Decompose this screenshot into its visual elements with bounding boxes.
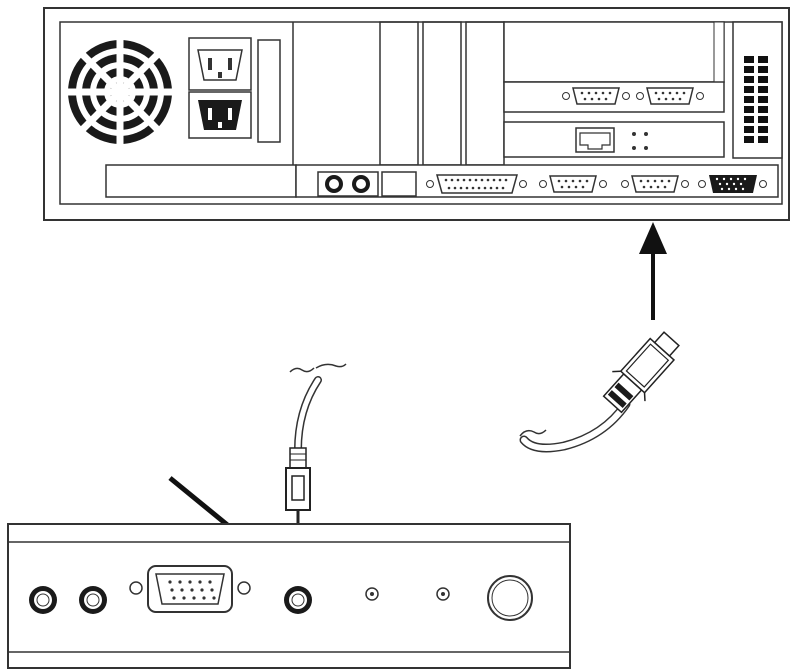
power-inlet-out xyxy=(188,37,252,91)
power-button xyxy=(487,575,533,621)
led-1 xyxy=(365,587,379,601)
arrow-to-serial-port xyxy=(639,222,667,320)
parallel-port xyxy=(426,174,527,194)
computer-rear-panel xyxy=(43,7,790,221)
led-2 xyxy=(436,587,450,601)
power-inlet-in xyxy=(188,91,252,139)
io-strip-left xyxy=(105,164,297,198)
expansion-card-upper xyxy=(503,21,725,83)
audio-jack-2 xyxy=(79,586,107,614)
audio-in-jack xyxy=(284,586,312,614)
fan-icon xyxy=(64,36,176,148)
device-front-panel xyxy=(7,523,571,669)
serial-cable xyxy=(519,331,680,453)
expansion-serial-a xyxy=(562,87,630,105)
ps2-ports xyxy=(317,171,379,197)
expansion-card-serial xyxy=(503,81,725,113)
vga-port-device xyxy=(129,565,251,613)
serial-port-1 xyxy=(539,175,607,193)
serial-cable-connector xyxy=(602,331,680,414)
expansion-serial-b xyxy=(636,87,704,105)
audio-plug-sleeve xyxy=(289,447,307,469)
vga-port-computer xyxy=(698,175,767,193)
vent-grille xyxy=(732,21,783,159)
psu-switch-slot xyxy=(257,39,281,143)
expansion-card-network xyxy=(503,121,725,158)
audio-jack-1 xyxy=(29,586,57,614)
usb-port xyxy=(381,171,417,197)
audio-cable xyxy=(285,363,347,548)
serial-port-2 xyxy=(621,175,689,193)
